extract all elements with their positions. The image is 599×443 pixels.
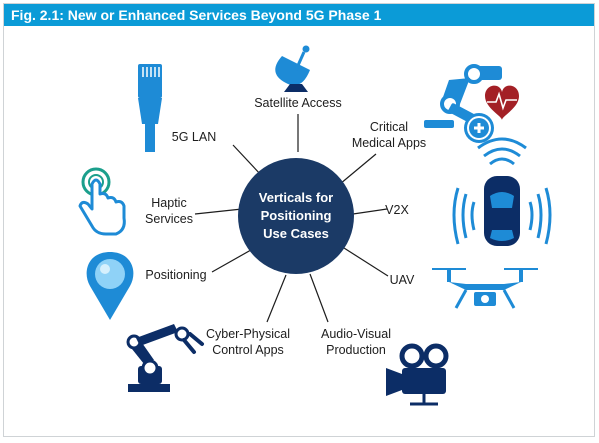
line-medical: [339, 153, 377, 185]
line-cyber: [266, 274, 287, 323]
video-camera-icon: [386, 343, 449, 406]
center-line-1: Verticals for: [259, 190, 333, 205]
label-v2x: V2X: [385, 203, 409, 217]
line-lan: [232, 144, 263, 177]
medical-robot-icon: [424, 64, 519, 143]
figure-title: Fig. 2.1: New or Enhanced Services Beyon…: [4, 4, 594, 26]
label-av-1: Audio-Visual: [321, 327, 391, 341]
label-cyber-1: Cyber-Physical: [206, 327, 290, 341]
label-satellite: Satellite Access: [254, 96, 342, 110]
line-v2x: [352, 208, 388, 215]
touch-hand-icon: [78, 167, 126, 236]
diagram-canvas: Verticals for Positioning Use Cases Sate…: [78, 45, 552, 406]
label-av-2: Production: [326, 343, 386, 357]
label-haptic-1: Haptic: [151, 196, 186, 210]
label-medical-2: Medical Apps: [352, 136, 426, 150]
location-pin-icon: [86, 252, 134, 320]
industrial-robot-icon: [126, 324, 204, 392]
center-line-2: Positioning: [261, 208, 332, 223]
satellite-dish-icon: [275, 45, 310, 92]
label-lan: 5G LAN: [172, 130, 216, 144]
label-medical-1: Critical: [370, 120, 408, 134]
connected-car-icon: [452, 137, 552, 246]
connector-lines: [194, 114, 389, 323]
ethernet-cable-icon: [138, 64, 162, 152]
center-line-3: Use Cases: [263, 226, 329, 241]
line-uav: [343, 247, 389, 277]
label-cyber-2: Control Apps: [212, 343, 284, 357]
label-positioning: Positioning: [145, 268, 206, 282]
label-uav: UAV: [390, 273, 415, 287]
drone-icon: [432, 268, 538, 309]
line-haptic: [194, 208, 243, 215]
label-haptic-2: Services: [145, 212, 193, 226]
center-circle: [238, 158, 354, 274]
figure-frame: Fig. 2.1: New or Enhanced Services Beyon…: [3, 3, 595, 437]
line-av: [309, 273, 329, 323]
